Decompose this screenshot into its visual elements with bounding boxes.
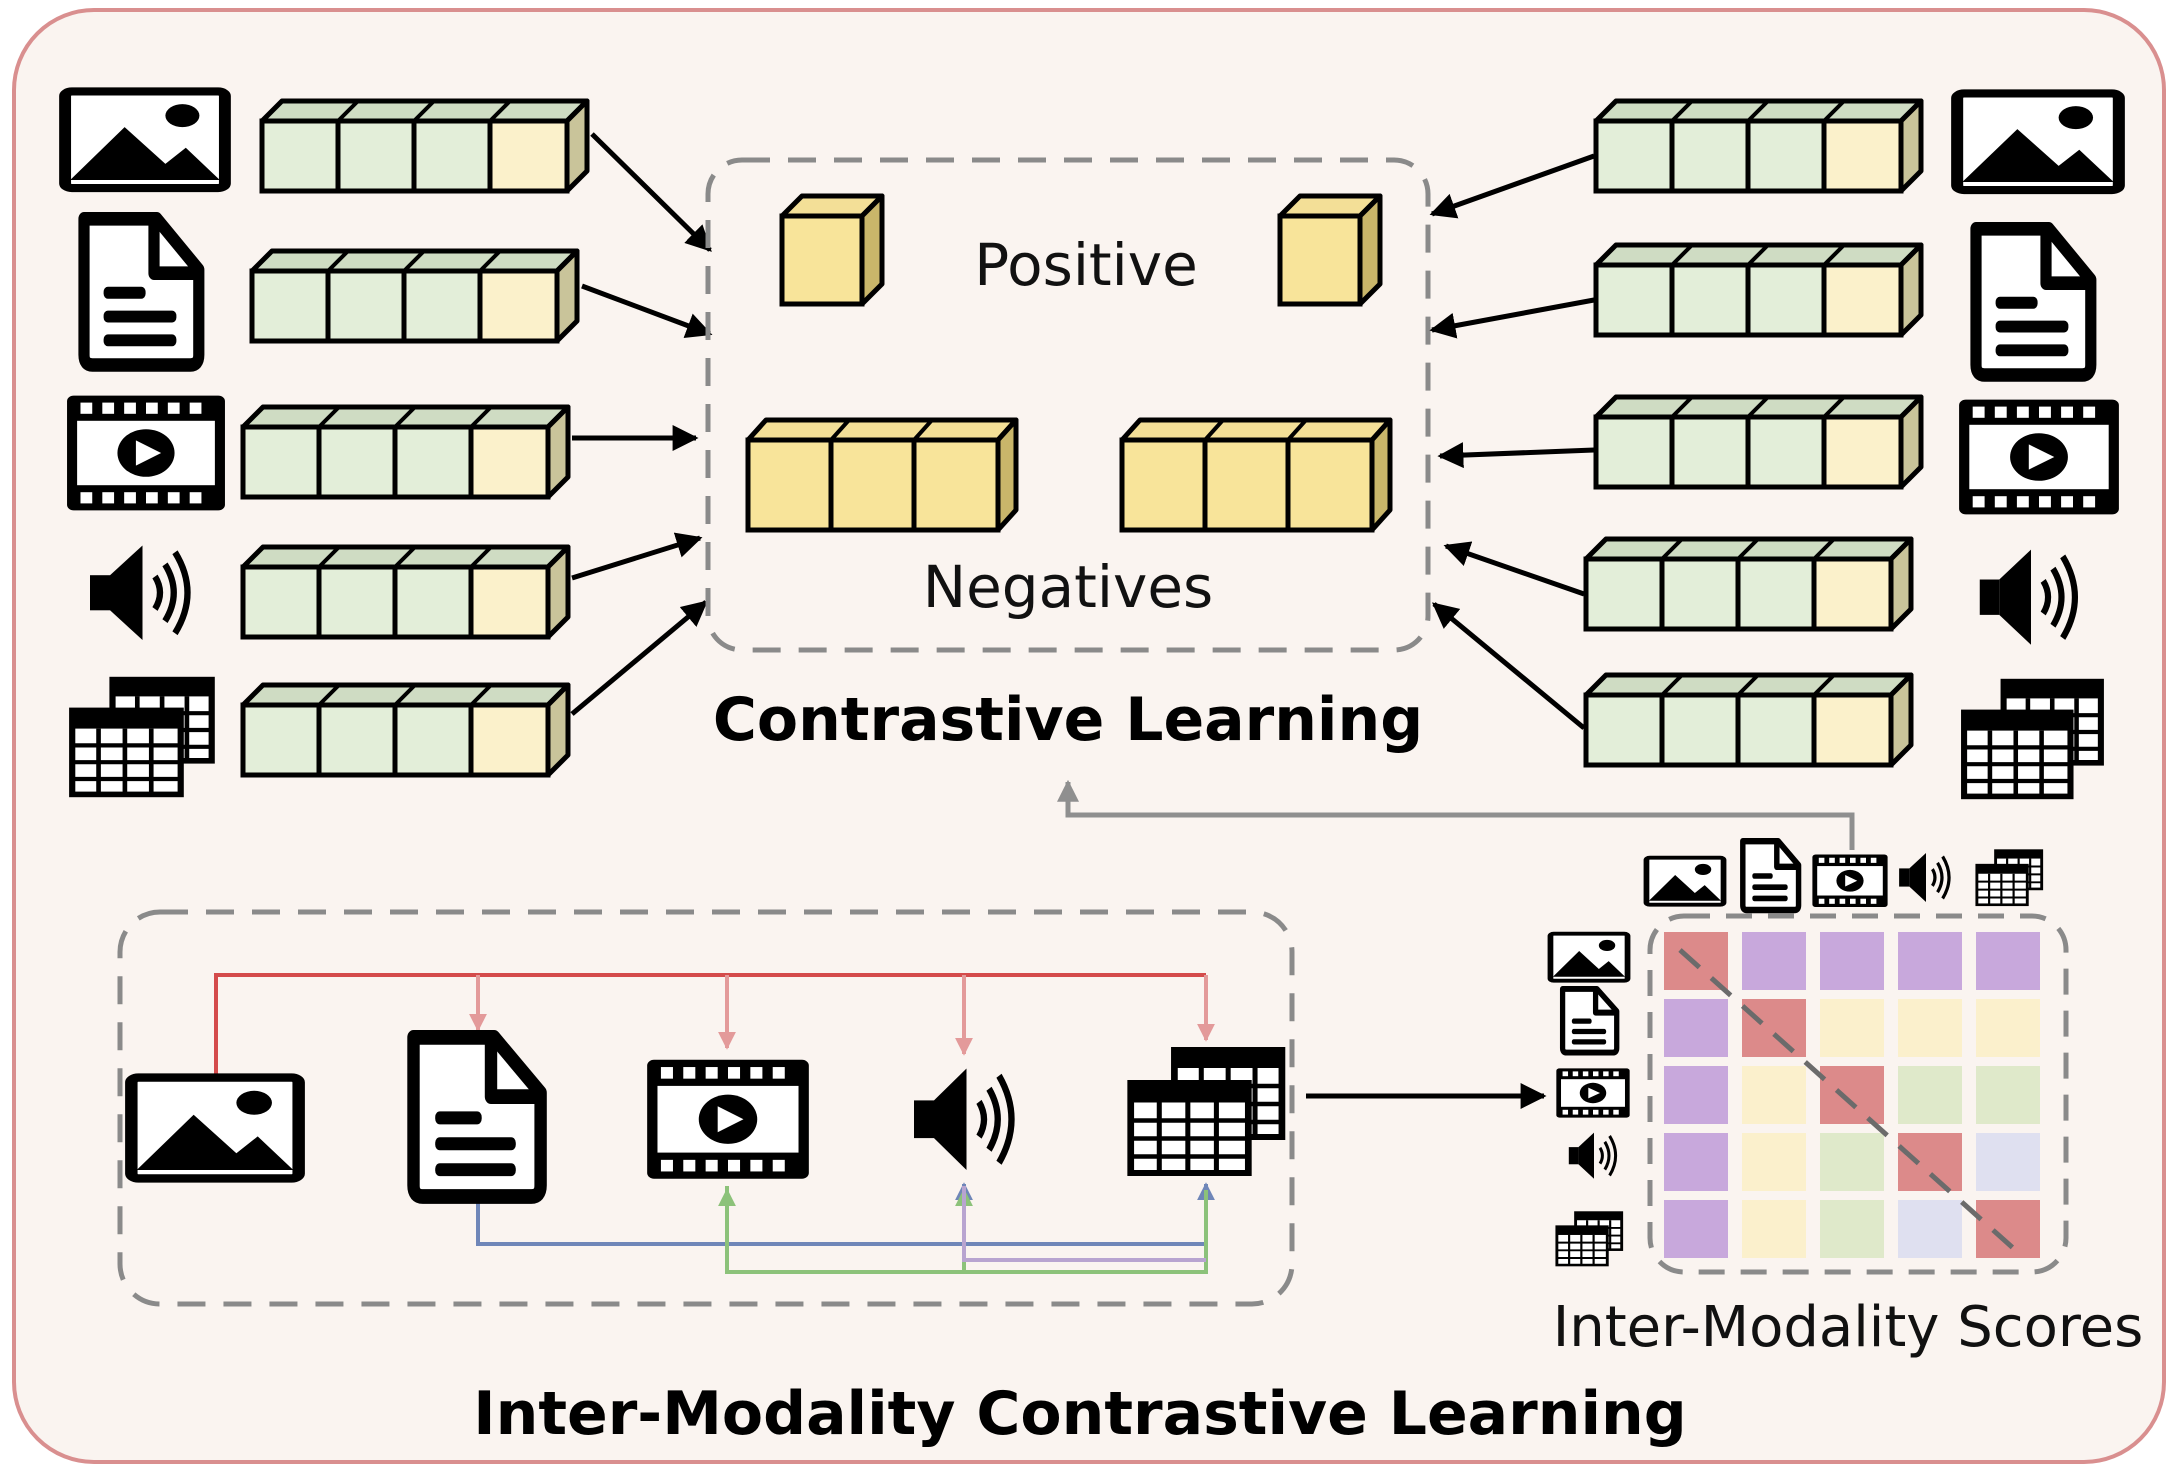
document-icon: [1976, 229, 2091, 375]
positive-cube-right: [1280, 196, 1380, 304]
score-cell-1-4: [1976, 999, 2040, 1057]
scores-caption: Inter-Modality Scores: [1553, 1295, 2144, 1360]
token-strip-video-right: [1596, 397, 1921, 487]
score-cell-2-2: [1820, 1066, 1884, 1124]
score-cell-0-4: [1976, 932, 2040, 990]
score-cell-3-0: [1664, 1133, 1728, 1191]
token-strip-video: [243, 407, 568, 497]
score-cell-3-4: [1976, 1133, 2040, 1191]
token-strip-table: [243, 685, 568, 775]
score-cell-1-3: [1898, 999, 1962, 1057]
score-cell-4-3: [1898, 1200, 1962, 1258]
image-icon: [65, 91, 225, 188]
positive-label: Positive: [974, 231, 1198, 299]
score-cell-4-4: [1976, 1200, 2040, 1258]
token-strip-image: [262, 101, 587, 191]
score-diagonal: [1678, 948, 2024, 1258]
document-icon: [84, 219, 199, 365]
video-icon: [647, 1059, 809, 1179]
score-cell-0-3: [1898, 932, 1962, 990]
token-strip-audio-right: [1586, 539, 1911, 629]
score-cell-3-1: [1742, 1133, 1806, 1191]
image-icon: [1550, 934, 1627, 981]
right-arrows: [1429, 153, 1595, 730]
score-cell-1-2: [1820, 999, 1884, 1057]
score-cell-4-0: [1664, 1200, 1728, 1258]
score-cell-1-1: [1742, 999, 1806, 1057]
token-strip-image-right: [1596, 101, 1921, 191]
score-cell-2-0: [1664, 1066, 1728, 1124]
score-cell-0-2: [1820, 932, 1884, 990]
feedback-arrow: [1057, 779, 1855, 850]
score-cell-2-4: [1976, 1066, 2040, 1124]
score-cell-3-3: [1898, 1133, 1962, 1191]
negative-strip-right: [1122, 420, 1390, 530]
document-icon: [1563, 989, 1617, 1053]
audio-links: [962, 1186, 1206, 1262]
token-strip-document: [252, 251, 577, 341]
video-icon: [1959, 399, 2119, 515]
left-arrows: [570, 132, 713, 716]
positive-cube-left: [782, 196, 882, 304]
score-cell-2-1: [1742, 1066, 1806, 1124]
contrastive-box: [705, 157, 1431, 653]
score-cell-3-2: [1820, 1133, 1884, 1191]
score-cell-2-3: [1898, 1066, 1962, 1124]
score-cell-4-2: [1820, 1200, 1884, 1258]
image-links: [214, 973, 1215, 1075]
video-icon: [1556, 1068, 1630, 1118]
negative-strip-left: [748, 420, 1016, 530]
image-icon: [1957, 93, 2119, 190]
token-strip-table-right: [1586, 675, 1911, 765]
score-matrix: [1664, 932, 2040, 1258]
document-icon: [1743, 841, 1799, 910]
image-icon: [1646, 858, 1723, 905]
main-title: Inter-Modality Contrastive Learning: [473, 1379, 1686, 1449]
video-icon: [1812, 854, 1888, 908]
token-strip-document-right: [1596, 245, 1921, 335]
scores-box: [1647, 913, 2069, 1275]
contrastive-learning-title: Contrastive Learning: [713, 685, 1423, 755]
score-cell-1-0: [1664, 999, 1728, 1057]
negatives-label: Negatives: [923, 553, 1214, 621]
score-cell-0-1: [1742, 932, 1806, 990]
document-icon: [414, 1037, 541, 1196]
inter-modality-box: [117, 909, 1295, 1307]
image-icon: [131, 1078, 298, 1179]
score-cell-4-1: [1742, 1200, 1806, 1258]
token-strip-audio: [243, 547, 568, 637]
video-icon: [67, 395, 225, 511]
